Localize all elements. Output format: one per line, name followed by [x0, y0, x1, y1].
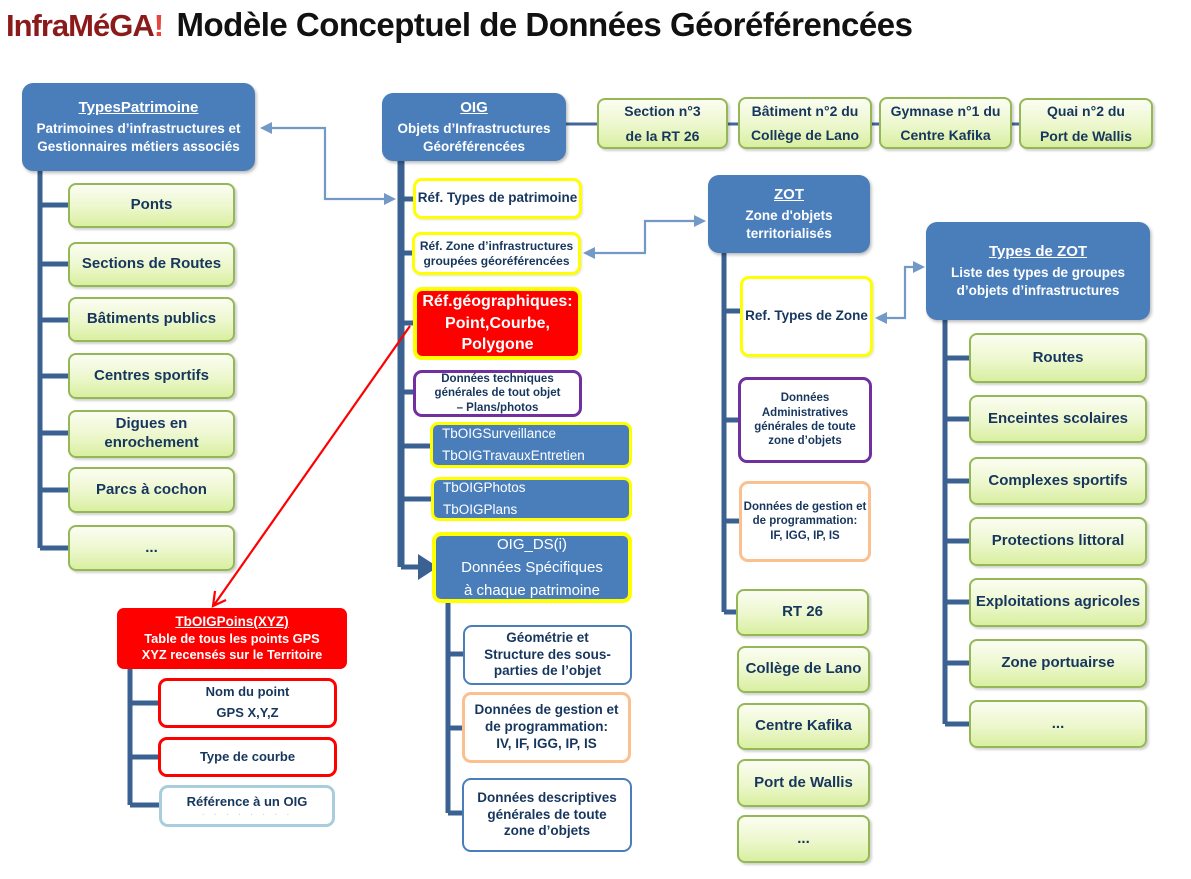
- tboig-points-entity: TbOIGPoins(XYZ) Table de tous les points…: [117, 608, 347, 669]
- oig-instance-gymnase-kafika: Gymnase n°1 du Centre Kafika: [879, 97, 1012, 149]
- ds-gestion: Données de gestion et de programmation: …: [462, 692, 631, 763]
- zot-donnees-admin: Données Administratives générales de tou…: [738, 377, 872, 463]
- ds-geometrie: Géométrie et Structure des sous- parties…: [463, 625, 632, 685]
- oig-ref-geographiques: Réf.géographiques: Point,Courbe, Polygon…: [413, 287, 582, 360]
- types-zot-entity: Types de ZOT Liste des types de groupes …: [926, 222, 1150, 320]
- tboig-field-nom-du-point: Nom du point GPS X,Y,Z: [158, 678, 337, 728]
- zot-entity: ZOT Zone d'objets territorialisés: [708, 175, 870, 253]
- tboig-field-reference-label: Référence à un OIG: [186, 793, 308, 809]
- zot-type-enceintes: Enceintes scolaires: [969, 395, 1147, 443]
- zot-instance-college: Collège de Lano: [737, 646, 870, 693]
- zot-type-complexes: Complexes sportifs: [969, 457, 1147, 505]
- oig-ref-zone: Réf. Zone d’infrastructures groupées géo…: [412, 232, 581, 275]
- patrimoine-item-centres: Centres sportifs: [68, 353, 235, 399]
- types-patrimoine-title: TypesPatrimoine: [78, 98, 199, 116]
- types-patrimoine-entity: TypesPatrimoine Patrimoines d’infrastruc…: [22, 83, 255, 171]
- tboig-field-type-courbe: Type de courbe: [158, 737, 337, 777]
- oig-entity: OIG Objets d’Infrastructures Géoréférenc…: [382, 93, 566, 161]
- zot-desc: Zone d'objets territorialisés: [745, 208, 833, 241]
- zot-instance-port: Port de Wallis: [737, 759, 870, 807]
- zot-instance-rt26: RT 26: [736, 589, 869, 636]
- tboig-field-reference-oig: Référence à un OIG · · · · · · · ·: [159, 785, 335, 827]
- zot-instance-kafika: Centre Kafika: [737, 703, 870, 750]
- types-zot-title: Types de ZOT: [988, 242, 1088, 260]
- zot-type-routes: Routes: [969, 333, 1147, 383]
- brand-exclamation: !: [153, 8, 165, 43]
- types-patrimoine-desc: Patrimoines d’infrastructures et Gestion…: [36, 121, 241, 154]
- oig-instance-quai-wallis: Quai n°2 du Port de Wallis: [1019, 98, 1153, 149]
- oig-ref-types-patrimoine: Réf. Types de patrimoine: [413, 178, 582, 219]
- patrimoine-item-digues: Digues en enrochement: [68, 410, 235, 458]
- zot-ref-types-zone: Ref. Types de Zone: [740, 276, 873, 357]
- zot-type-portuaire: Zone portuairse: [969, 639, 1147, 688]
- patrimoine-item-routes: Sections de Routes: [68, 242, 235, 287]
- oig-desc: Objets d’Infrastructures Géoréférencées: [397, 121, 551, 154]
- patrimoine-item-ponts: Ponts: [68, 183, 235, 228]
- types-zot-desc: Liste des types de groupes d’objets d’in…: [950, 265, 1126, 298]
- oig-title: OIG: [460, 98, 488, 116]
- brand-logo: InfraMéGA: [6, 8, 155, 43]
- zot-type-more: ...: [969, 700, 1147, 748]
- zot-title: ZOT: [774, 185, 804, 203]
- zot-donnees-gestion: Données de gestion et de programmation: …: [739, 481, 871, 562]
- oig-instance-section-rt26: Section n°3 de la RT 26: [597, 98, 728, 149]
- ds-descriptives: Données descriptives générales de toute …: [462, 778, 632, 852]
- zot-type-protections: Protections littoral: [969, 517, 1147, 566]
- patrimoine-item-batiments: Bâtiments publics: [68, 297, 235, 342]
- oig-tb-photos-plans: TbOIGPhotos TbOIGPlans: [431, 477, 632, 521]
- page-header: InfraMéGA! Modèle Conceptuel de Données …: [6, 6, 1186, 44]
- patrimoine-item-parcs: Parcs à cochon: [68, 467, 235, 513]
- patrimoine-item-more: ...: [68, 525, 235, 571]
- page-title: Modèle Conceptuel de Données Géoréférenc…: [176, 6, 913, 43]
- zot-type-exploitations: Exploitations agricoles: [969, 578, 1147, 627]
- zot-instance-more: ...: [737, 815, 870, 863]
- oig-ds-entity: OIG_DS(i) Données Spécifiques à chaque p…: [432, 532, 632, 603]
- oig-donnees-techniques: Données techniques générales de tout obj…: [413, 370, 582, 417]
- tboig-points-title: TbOIGPoins(XYZ): [175, 614, 289, 630]
- tboig-points-desc: Table de tous les points GPS XYZ recensé…: [141, 630, 323, 663]
- oig-tb-surveillance: TbOIGSurveillance TbOIGTravauxEntretien: [430, 422, 632, 468]
- oig-instance-batiment-lano: Bâtiment n°2 du Collège de Lano: [738, 97, 872, 149]
- tboig-field-reference-faded-text: · · · · · · · ·: [201, 809, 293, 821]
